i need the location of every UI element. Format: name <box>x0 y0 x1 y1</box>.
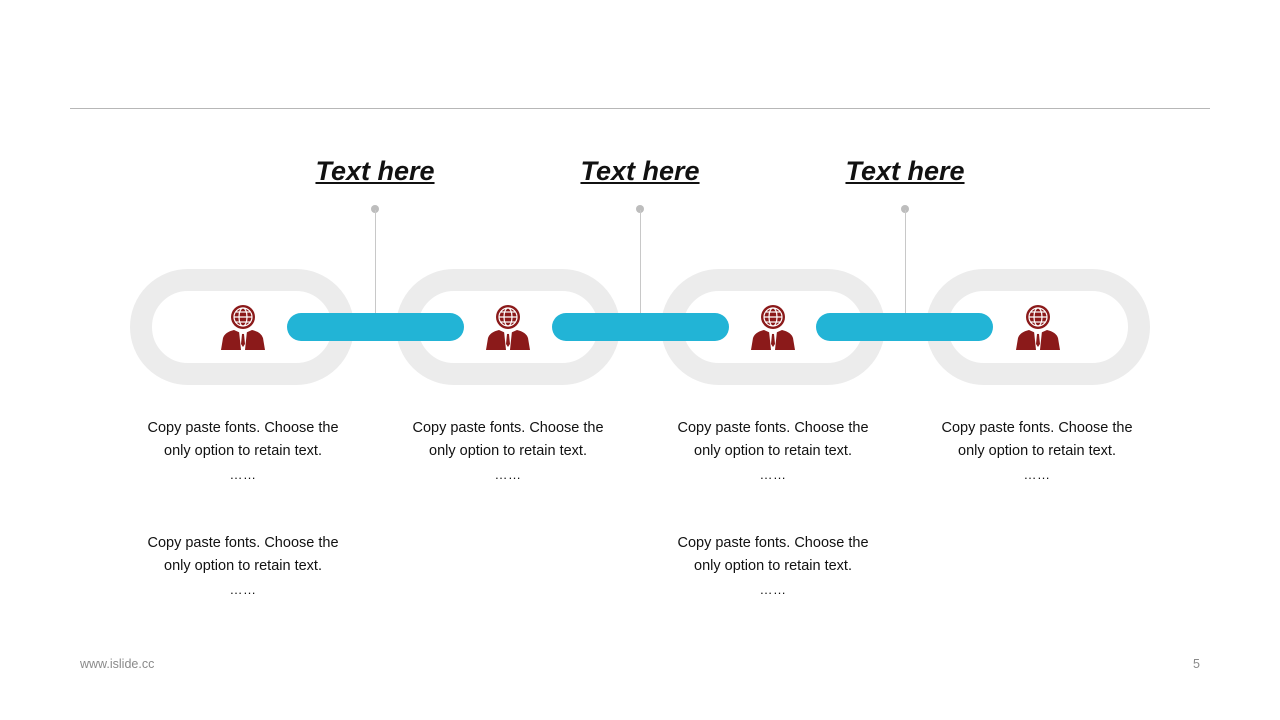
description-bottom-1: Copy paste fonts. Choose the only option… <box>138 532 348 602</box>
ellipsis: …… <box>229 582 257 597</box>
ellipsis: …… <box>229 467 257 482</box>
ellipsis: …… <box>759 582 787 597</box>
connector-bar-1 <box>287 313 464 341</box>
pin-dot-3 <box>901 205 909 213</box>
ellipsis: …… <box>759 467 787 482</box>
pin-line-1 <box>375 210 376 313</box>
connector-bar-3 <box>816 313 993 341</box>
description-line: only option to retain text. <box>164 558 322 574</box>
description-line: only option to retain text. <box>694 443 852 459</box>
description-line: Copy paste fonts. Choose the <box>941 420 1133 436</box>
businessman-globe-icon <box>486 305 530 350</box>
footer-website: www.islide.cc <box>80 657 155 671</box>
description-line: only option to retain text. <box>164 443 322 459</box>
ellipsis: …… <box>1023 467 1051 482</box>
pin-line-2 <box>640 210 641 313</box>
description-line: only option to retain text. <box>958 443 1116 459</box>
chain-link-1 <box>130 269 354 385</box>
businessman-globe-icon <box>751 305 795 350</box>
description-top-1: Copy paste fonts. Choose the only option… <box>138 417 348 487</box>
connector-bar-2 <box>552 313 729 341</box>
businessman-globe-icon <box>221 305 265 350</box>
page-number: 5 <box>1193 657 1200 671</box>
description-line: Copy paste fonts. Choose the <box>147 420 339 436</box>
description-line: Copy paste fonts. Choose the <box>677 420 869 436</box>
description-bottom-2: Copy paste fonts. Choose the only option… <box>668 532 878 602</box>
description-line: Copy paste fonts. Choose the <box>147 535 339 551</box>
description-top-2: Copy paste fonts. Choose the only option… <box>403 417 613 487</box>
pin-line-3 <box>905 210 906 313</box>
heading-3: Text here <box>845 156 965 186</box>
description-line: only option to retain text. <box>429 443 587 459</box>
pin-dot-1 <box>371 205 379 213</box>
heading-2: Text here <box>580 156 700 186</box>
description-line: Copy paste fonts. Choose the <box>677 535 869 551</box>
pin-dot-2 <box>636 205 644 213</box>
description-line: Copy paste fonts. Choose the <box>412 420 604 436</box>
businessman-globe-icon <box>1016 305 1060 350</box>
description-top-4: Copy paste fonts. Choose the only option… <box>932 417 1142 487</box>
description-top-3: Copy paste fonts. Choose the only option… <box>668 417 878 487</box>
top-divider <box>70 108 1210 109</box>
heading-1: Text here <box>315 156 435 186</box>
ellipsis: …… <box>494 467 522 482</box>
description-line: only option to retain text. <box>694 558 852 574</box>
